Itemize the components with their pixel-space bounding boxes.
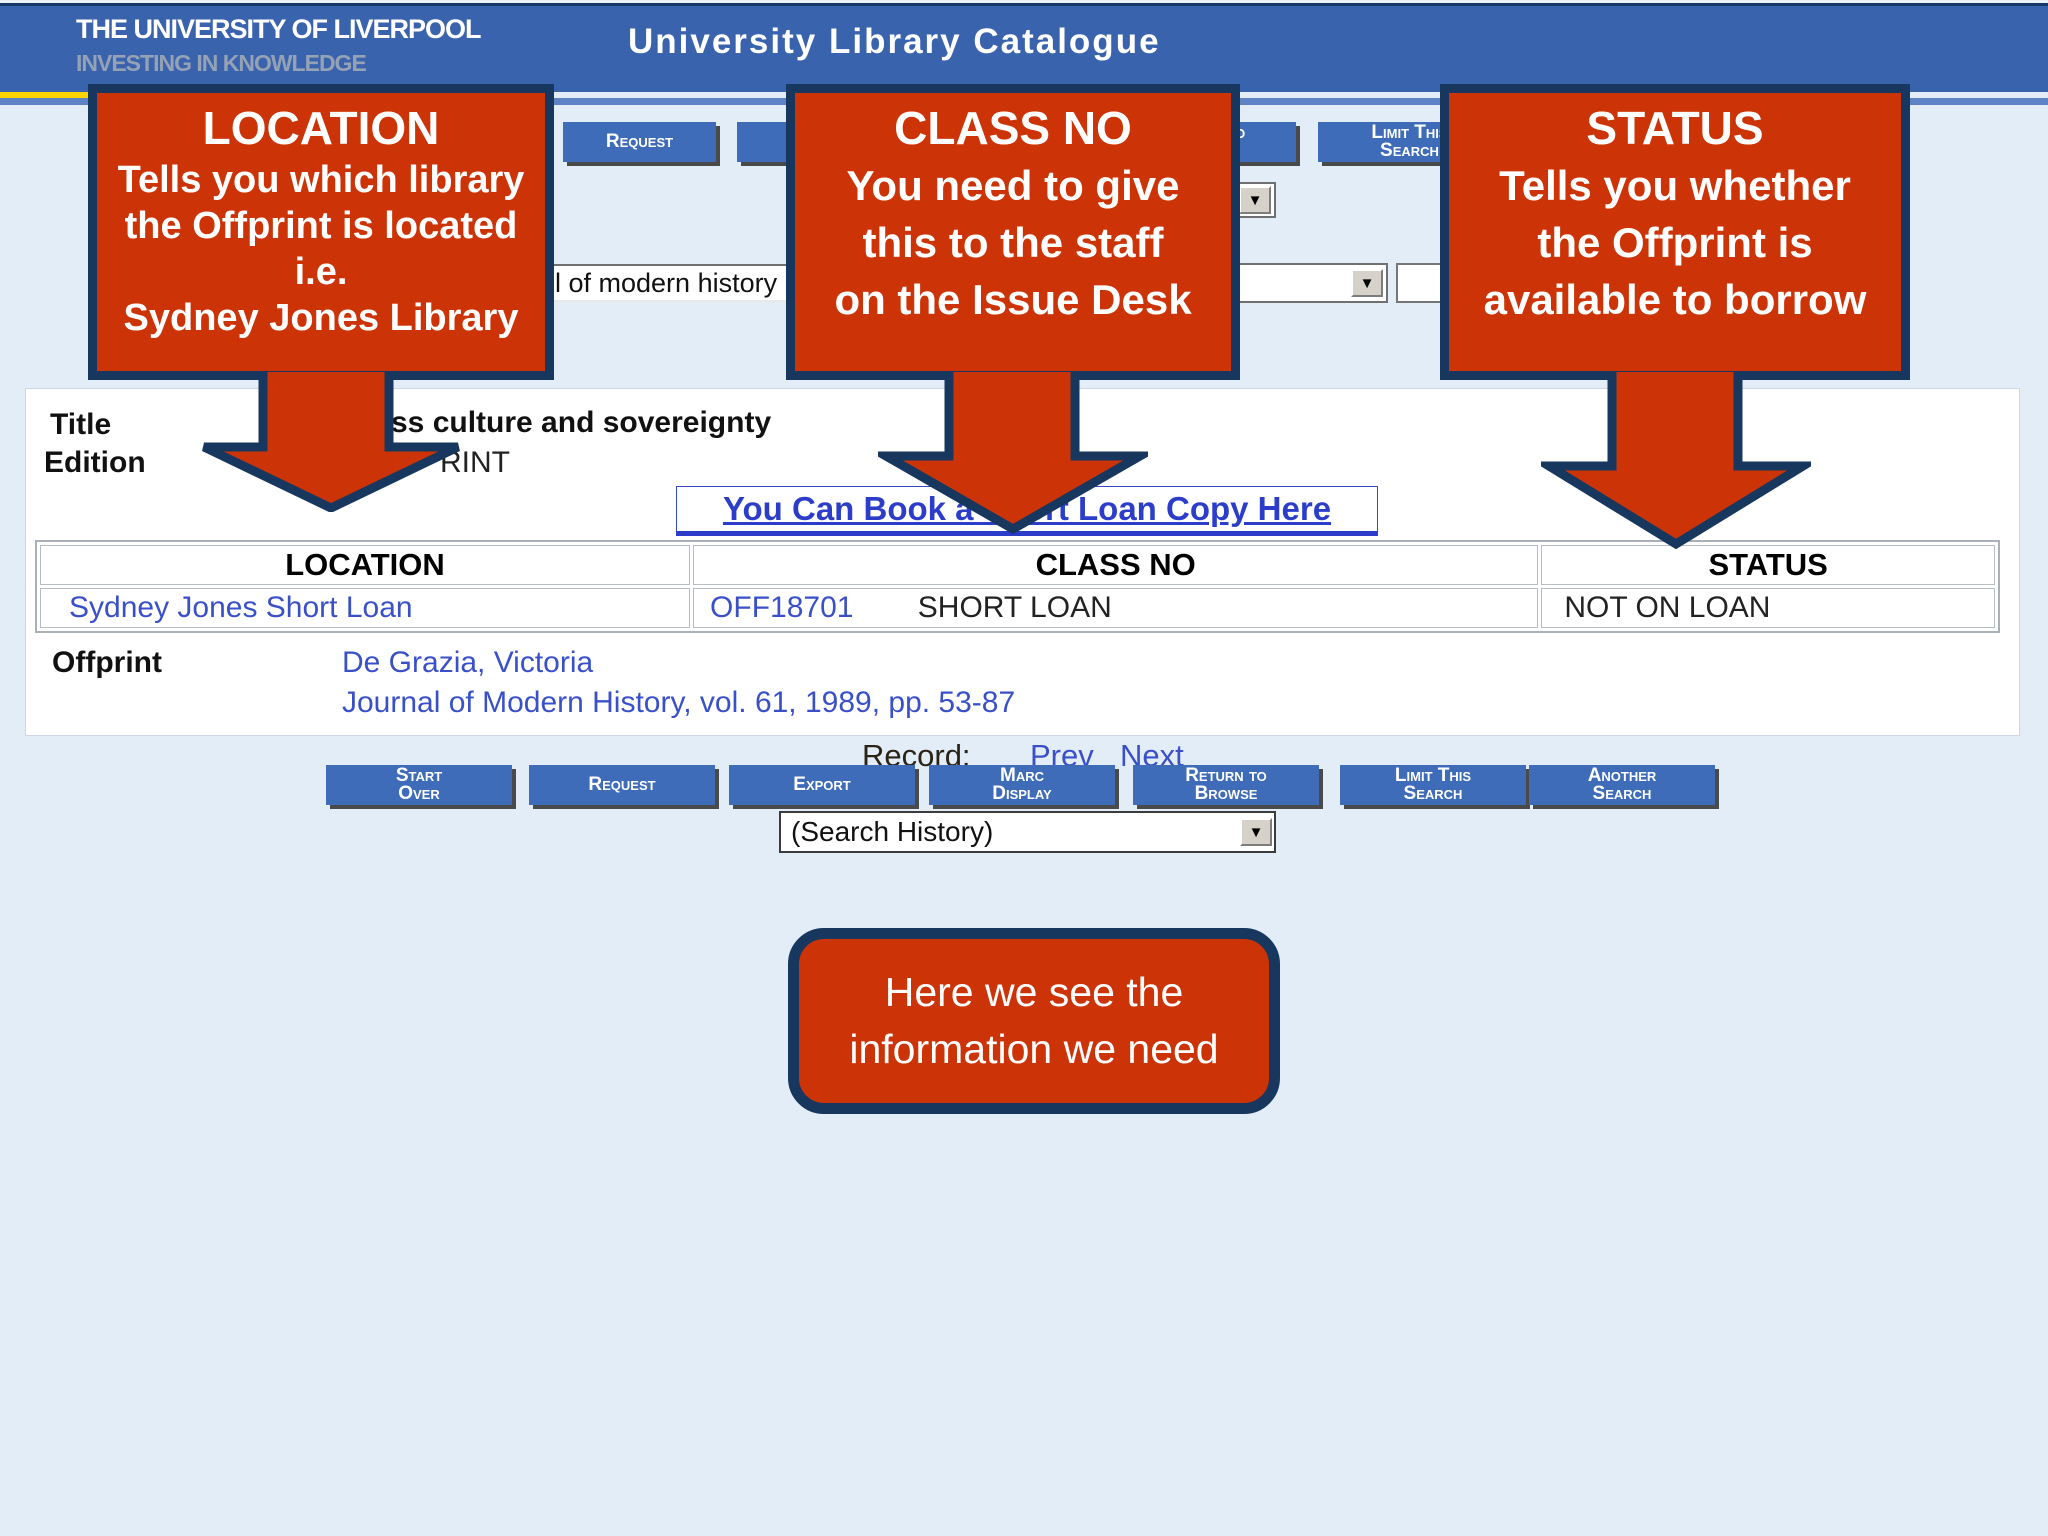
offprint-label: Offprint [52, 646, 162, 679]
callout-text: Tells you whether [1499, 162, 1851, 209]
button-label: Limit This [1371, 122, 1448, 143]
window-top-strip [0, 0, 2048, 3]
callout-text: available to borrow [1483, 276, 1867, 323]
request-button[interactable]: Request [529, 765, 715, 805]
chevron-down-icon[interactable]: ▼ [1239, 186, 1271, 214]
classno-link[interactable]: OFF18701 [710, 591, 854, 624]
offprint-author-link[interactable]: De Grazia, Victoria [342, 646, 594, 679]
another-search-button[interactable]: Another Search [1529, 765, 1715, 805]
button-label: Request [588, 774, 656, 795]
summary-callout: Here we see the information we need [788, 928, 1280, 1114]
holding-status: NOT ON LOAN [1541, 588, 1995, 628]
start-over-button[interactable]: Start Over [326, 765, 512, 805]
callout-text: the Offprint is located [124, 205, 518, 247]
return-to-browse-button[interactable]: Return to Browse [1133, 765, 1319, 805]
button-label: Limit This [1394, 765, 1472, 786]
holdings-header-row: LOCATION CLASS NO STATUS [40, 545, 1995, 585]
button-label: Export [793, 774, 851, 795]
callout-text: information we need [849, 1026, 1219, 1072]
holding-classno-cell: OFF18701 SHORT LOAN [693, 588, 1539, 628]
button-label: Search [1592, 783, 1652, 804]
chevron-down-icon[interactable]: ▼ [1240, 818, 1272, 846]
classno-column-header: CLASS NO [693, 545, 1539, 585]
chevron-down-icon[interactable]: ▼ [1351, 269, 1383, 297]
callout-text: Sydney Jones Library [123, 297, 519, 339]
classno-callout: CLASS NO You need to give this to the st… [786, 84, 1240, 380]
search-history-dropdown[interactable]: (Search History) ▼ [779, 811, 1276, 853]
button-label: Another [1587, 765, 1657, 786]
site-header: THE UNIVERSITY OF LIVERPOOL INVESTING IN… [0, 6, 2048, 92]
button-label: Search [1380, 140, 1439, 161]
university-tagline: INVESTING IN KNOWLEDGE [76, 50, 367, 76]
title-label: Title [50, 408, 112, 441]
location-callout: LOCATION Tells you which library the Off… [88, 84, 554, 380]
button-label: Search [1403, 783, 1463, 804]
page-title: University Library Catalogue [628, 22, 1161, 61]
callout-text: the Offprint is [1537, 219, 1813, 266]
limit-this-search-button[interactable]: Limit This Search [1340, 765, 1526, 805]
callout-text: Tells you which library [117, 159, 525, 201]
offprint-source-link[interactable]: Journal of Modern History, vol. 61, 1989… [342, 686, 1016, 719]
button-label: Display [992, 783, 1052, 804]
export-button[interactable]: Export [729, 765, 915, 805]
university-logo-text: THE UNIVERSITY OF LIVERPOOL [76, 14, 482, 44]
title-value: ss culture and sovereignty [391, 406, 772, 439]
button-label: Start [395, 765, 443, 786]
location-callout-title: LOCATION [202, 102, 440, 154]
location-callout-arrow [202, 372, 460, 512]
marc-display-button[interactable]: Marc Display [929, 765, 1115, 805]
button-label: Browse [1194, 783, 1258, 804]
status-callout-arrow [1541, 372, 1811, 550]
holding-location-link[interactable]: Sydney Jones Short Loan [40, 588, 691, 628]
search-history-value: (Search History) [791, 816, 994, 847]
callout-text: You need to give [846, 162, 1180, 209]
button-label: Over [398, 783, 440, 804]
button-label: Request [605, 131, 674, 152]
edition-label: Edition [44, 446, 146, 479]
callout-text: Here we see the [884, 969, 1184, 1015]
window-top-border [0, 3, 2048, 6]
search-term-value: l of modern history [555, 267, 778, 298]
callout-text: on the Issue Desk [834, 276, 1192, 323]
button-label: Marc [1000, 765, 1044, 786]
request-button-top[interactable]: Request [563, 122, 716, 162]
holdings-row: Sydney Jones Short Loan OFF18701 SHORT L… [40, 588, 1995, 628]
loan-type: SHORT LOAN [917, 591, 1112, 624]
callout-text: i.e. [294, 251, 348, 293]
search-term-input[interactable]: l of modern history [545, 264, 813, 302]
status-column-header: STATUS [1541, 545, 1995, 585]
location-column-header: LOCATION [40, 545, 691, 585]
holdings-table: LOCATION CLASS NO STATUS Sydney Jones Sh… [35, 540, 2000, 633]
status-callout: STATUS Tells you whether the Offprint is… [1440, 84, 1910, 380]
classno-callout-arrow [878, 372, 1148, 534]
accent-divider [0, 92, 152, 98]
callout-text: this to the staff [862, 219, 1164, 266]
classno-callout-title: CLASS NO [894, 102, 1132, 154]
button-label: Return to [1185, 765, 1267, 786]
status-callout-title: STATUS [1586, 102, 1764, 154]
